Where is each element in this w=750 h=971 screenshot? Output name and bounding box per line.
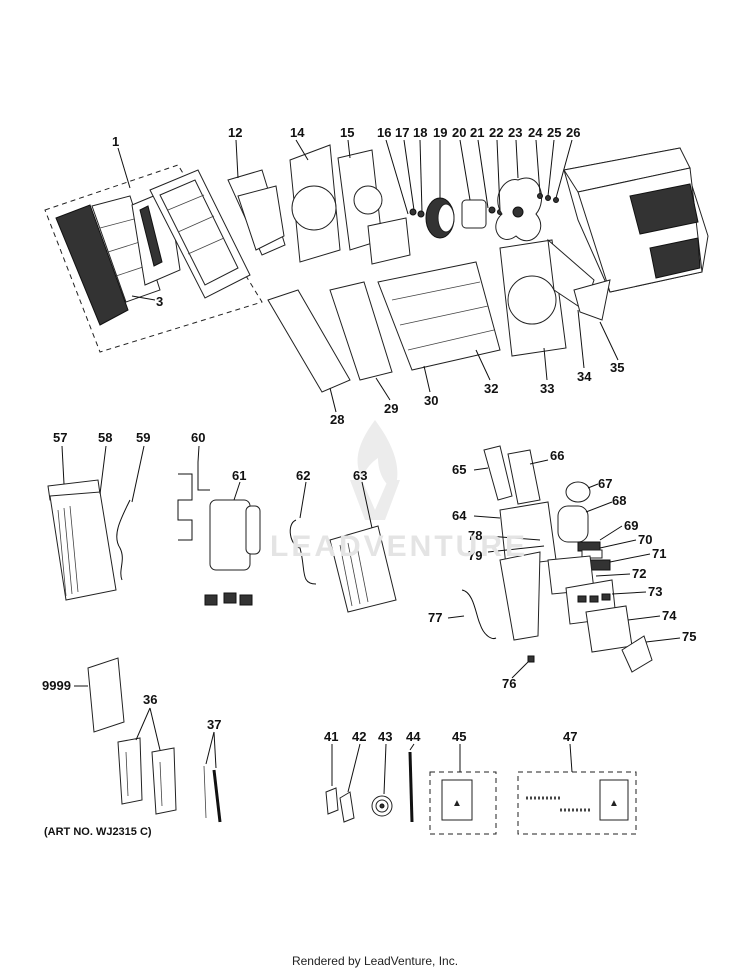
callout-36: 36 <box>143 692 157 707</box>
callout-77: 77 <box>428 610 442 625</box>
callout-20: 20 <box>452 125 466 140</box>
callout-3: 3 <box>156 294 163 309</box>
evaporator-coil <box>329 525 397 613</box>
side-curtain-right <box>151 747 177 815</box>
electrical-parts <box>447 445 681 679</box>
install-parts <box>74 657 222 823</box>
watermark-text: LEADVENTURE <box>270 530 529 563</box>
callout-35: 35 <box>610 360 624 375</box>
callout-70: 70 <box>638 532 652 547</box>
pcb-cover <box>507 449 541 505</box>
callout-24: 24 <box>528 125 543 140</box>
callout-9999: 9999 <box>42 678 71 693</box>
callout-18: 18 <box>413 125 427 140</box>
hardware-kit-45 <box>429 771 497 835</box>
callout-32: 32 <box>484 381 498 396</box>
manual <box>87 657 125 733</box>
callout-14: 14 <box>290 125 305 140</box>
callout-64: 64 <box>452 508 467 523</box>
callout-1: 1 <box>112 134 119 149</box>
callout-63: 63 <box>353 468 367 483</box>
bracket-41 <box>325 787 339 815</box>
callout-62: 62 <box>296 468 310 483</box>
callout-34: 34 <box>577 369 592 384</box>
side-curtain-left <box>117 737 143 805</box>
callout-37: 37 <box>207 717 221 732</box>
svg-text:▲: ▲ <box>452 798 462 809</box>
refrigeration-parts <box>47 445 397 613</box>
callout-25: 25 <box>547 125 561 140</box>
compressor <box>209 499 251 571</box>
callout-29: 29 <box>384 401 398 416</box>
callout-19: 19 <box>433 125 447 140</box>
control-box-cover <box>227 139 286 256</box>
callout-61: 61 <box>232 468 246 483</box>
callout-58: 58 <box>98 430 112 445</box>
base-parts <box>267 238 619 413</box>
capacitor <box>557 505 589 543</box>
art-number: (ART NO. WJ2315 C) <box>44 826 152 838</box>
callout-59: 59 <box>136 430 150 445</box>
base-pan <box>377 261 501 371</box>
callout-47: 47 <box>563 729 577 744</box>
callout-65: 65 <box>452 462 466 477</box>
callout-23: 23 <box>508 125 522 140</box>
callout-69: 69 <box>624 518 638 533</box>
bracket-42 <box>339 791 355 823</box>
callout-21: 21 <box>470 125 484 140</box>
callout-76: 76 <box>502 676 516 691</box>
callout-17: 17 <box>395 125 409 140</box>
callout-72: 72 <box>632 566 646 581</box>
side-panel-right <box>329 281 393 381</box>
callout-79: 79 <box>468 548 482 563</box>
callout-26: 26 <box>566 125 580 140</box>
led-board <box>483 445 513 501</box>
callout-15: 15 <box>340 125 354 140</box>
callout-75: 75 <box>682 629 696 644</box>
hardware-kits: ▲ ▲ <box>325 743 637 835</box>
callout-78: 78 <box>468 528 482 543</box>
callout-67: 67 <box>598 476 612 491</box>
callout-22: 22 <box>489 125 503 140</box>
callout-45: 45 <box>452 729 466 744</box>
capacitor-strap <box>565 481 591 503</box>
callout-60: 60 <box>191 430 205 445</box>
callout-30: 30 <box>424 393 438 408</box>
callout-57: 57 <box>53 430 67 445</box>
watermark-logo <box>350 420 400 520</box>
air-filter <box>55 204 129 326</box>
callout-42: 42 <box>352 729 366 744</box>
callout-43: 43 <box>378 729 392 744</box>
callout-16: 16 <box>377 125 391 140</box>
hardware-kit-47 <box>517 771 637 835</box>
callout-28: 28 <box>330 412 344 427</box>
callout-labels: 1 3 12 14 15 16 17 18 19 20 21 22 23 24 … <box>42 125 696 744</box>
control-overlay <box>585 605 633 653</box>
condenser-coil <box>49 491 117 601</box>
footer-credit: Rendered by LeadVenture, Inc. <box>291 954 459 968</box>
callout-41: 41 <box>324 729 338 744</box>
side-panel-left <box>267 289 351 393</box>
callout-44: 44 <box>406 729 421 744</box>
callout-73: 73 <box>648 584 662 599</box>
bulkhead-plate <box>367 217 411 265</box>
outer-cabinet <box>563 147 709 293</box>
svg-text:▲: ▲ <box>609 798 619 809</box>
callout-33: 33 <box>540 381 554 396</box>
callout-68: 68 <box>612 493 626 508</box>
callout-74: 74 <box>662 608 677 623</box>
callout-71: 71 <box>652 546 666 561</box>
callout-66: 66 <box>550 448 564 463</box>
callout-12: 12 <box>228 125 242 140</box>
control-panel <box>499 551 541 641</box>
remote-control <box>621 635 653 673</box>
evaporator-scroll <box>289 139 341 263</box>
fan-motor-assembly <box>367 139 573 265</box>
fan-motor <box>461 199 487 229</box>
front-grille-assembly <box>44 147 263 353</box>
